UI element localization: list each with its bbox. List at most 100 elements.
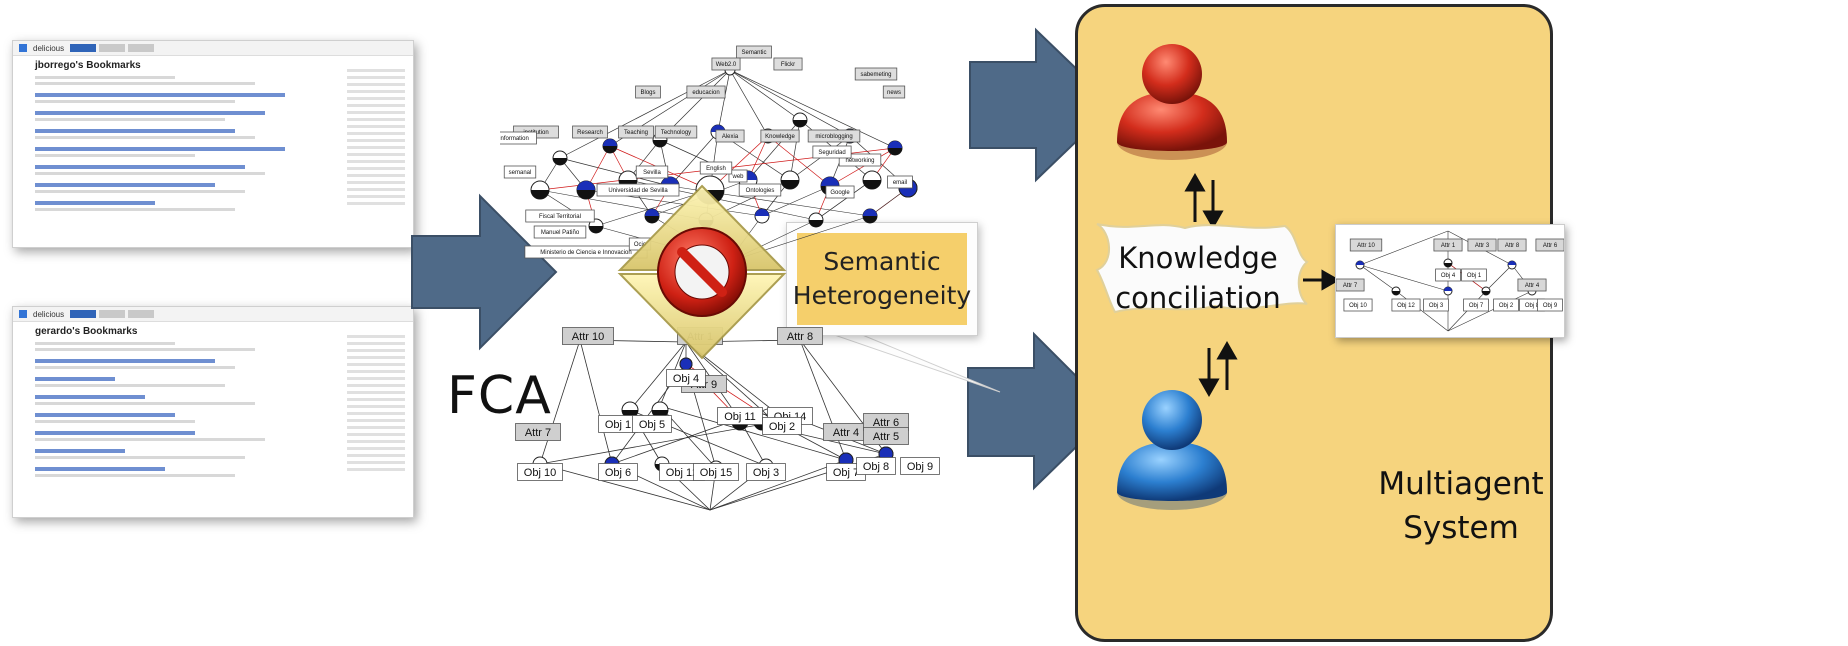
svg-text:email: email bbox=[893, 180, 907, 186]
result-lattice-attr-label: Attr 4 bbox=[1517, 278, 1547, 292]
screenshot-title: gerardo's Bookmarks bbox=[35, 326, 138, 337]
svg-text:networking: networking bbox=[845, 158, 874, 164]
callout-line-2: Heterogeneity bbox=[792, 281, 972, 310]
svg-text:Obj 7: Obj 7 bbox=[833, 467, 859, 479]
red-agent-icon bbox=[1117, 44, 1227, 160]
upper-lattice-node bbox=[808, 212, 824, 228]
upper-lattice-label: Teaching bbox=[618, 125, 654, 139]
bookmarks-screenshot-1: delicious jborrego's Bookmarks bbox=[12, 40, 414, 248]
result-lattice-node bbox=[1443, 286, 1453, 296]
lower-lattice-attr-label: Attr 10 bbox=[562, 327, 614, 345]
multiagent-system-label: Multiagent System bbox=[1366, 462, 1556, 550]
svg-text:Alexia: Alexia bbox=[722, 134, 739, 140]
blue-agent-icon bbox=[1117, 390, 1227, 510]
app-name: delicious bbox=[33, 43, 65, 53]
result-lattice-attr-label: Attr 8 bbox=[1497, 238, 1527, 252]
result-lattice-obj-label: Obj 12 bbox=[1391, 298, 1421, 312]
svg-text:web: web bbox=[731, 174, 744, 180]
big-arrow-left bbox=[411, 193, 558, 351]
upper-lattice-label: Web2.0 bbox=[711, 57, 741, 71]
upper-lattice-label: Ontologies bbox=[738, 183, 782, 197]
app-name: delicious bbox=[33, 309, 65, 319]
upper-lattice-label: email bbox=[887, 175, 913, 189]
upper-lattice-label: educacion bbox=[686, 85, 726, 99]
svg-text:Seguridad: Seguridad bbox=[818, 150, 845, 156]
upper-lattice-label: Semantic bbox=[736, 45, 772, 59]
svg-text:semanal: semanal bbox=[509, 170, 532, 176]
svg-text:Attr 4: Attr 4 bbox=[1525, 283, 1540, 289]
upper-lattice-label: Flickr bbox=[773, 57, 803, 71]
upper-lattice-label: web bbox=[728, 169, 748, 183]
svg-text:Manuel Patiño: Manuel Patiño bbox=[541, 230, 580, 236]
svg-text:Attr 7: Attr 7 bbox=[525, 427, 551, 439]
lower-lattice-obj-label: Obj 3 bbox=[746, 463, 786, 481]
svg-text:Obj 7: Obj 7 bbox=[1469, 303, 1484, 309]
svg-text:Attr 6: Attr 6 bbox=[1543, 243, 1558, 249]
upper-lattice-label: semanal bbox=[503, 165, 537, 179]
upper-lattice-label: English bbox=[699, 161, 733, 175]
delicious-logo-icon bbox=[19, 310, 27, 318]
upper-lattice-label: Fiscal Territorial bbox=[525, 209, 595, 223]
screenshot-title: jborrego's Bookmarks bbox=[35, 60, 141, 71]
lower-lattice-obj-label: Obj 1 bbox=[598, 415, 638, 433]
result-lattice-node bbox=[1507, 260, 1517, 270]
svg-text:Teaching: Teaching bbox=[624, 130, 648, 136]
svg-text:Semantic: Semantic bbox=[741, 50, 766, 56]
result-lattice-node bbox=[1481, 286, 1491, 296]
svg-text:Ontologies: Ontologies bbox=[746, 188, 775, 194]
delicious-logo-icon bbox=[19, 44, 27, 52]
upper-lattice-node bbox=[792, 112, 808, 128]
upper-lattice-node bbox=[588, 218, 604, 234]
lower-lattice-obj-label: Obj 15 bbox=[693, 463, 739, 481]
upper-lattice-label: sabemeting bbox=[854, 67, 898, 81]
upper-lattice-label: Blogs bbox=[635, 85, 661, 99]
upper-lattice-node bbox=[754, 208, 770, 224]
svg-text:Obj 8: Obj 8 bbox=[1525, 303, 1540, 309]
lower-lattice-attr-label: Attr 6 bbox=[863, 413, 909, 431]
result-lattice-attr-label: Attr 7 bbox=[1336, 278, 1365, 292]
knowledge-cloud-shape bbox=[1095, 223, 1309, 314]
svg-text:Attr 10: Attr 10 bbox=[572, 331, 604, 343]
upper-lattice-label: Research bbox=[572, 125, 608, 139]
svg-text:information: information bbox=[500, 136, 529, 142]
svg-text:Obj 1: Obj 1 bbox=[605, 419, 631, 431]
upper-lattice-label: Manuel Patiño bbox=[533, 225, 587, 239]
lower-lattice-attr-label: Attr 8 bbox=[777, 327, 823, 345]
upper-lattice-node bbox=[602, 138, 618, 154]
upper-lattice-label: microblogging bbox=[807, 129, 861, 143]
result-lattice-edges bbox=[1359, 230, 1533, 332]
upper-lattice-label: Seguridad bbox=[812, 145, 852, 159]
result-lattice-attr-label: Attr 6 bbox=[1535, 238, 1564, 252]
result-lattice-attr-label: Attr 3 bbox=[1467, 238, 1497, 252]
ma-line-1: Multiagent bbox=[1378, 466, 1544, 502]
result-arrow-icon bbox=[1303, 269, 1341, 291]
lower-lattice-obj-label: Obj 4 bbox=[666, 369, 706, 387]
lower-lattice-attr-label: Attr 4 bbox=[823, 423, 869, 441]
lower-lattice-attr-label: Attr 7 bbox=[515, 423, 561, 441]
svg-text:Obj 1: Obj 1 bbox=[1467, 273, 1482, 279]
svg-text:Obj 10: Obj 10 bbox=[524, 467, 556, 479]
upper-lattice-label: Knowledge bbox=[760, 129, 800, 143]
svg-text:Technology: Technology bbox=[661, 130, 691, 136]
svg-text:Attr 8: Attr 8 bbox=[1505, 243, 1520, 249]
upper-lattice-node bbox=[552, 150, 568, 166]
callout-line-1: Semantic bbox=[823, 247, 941, 276]
svg-text:Obj 2: Obj 2 bbox=[769, 421, 795, 433]
screenshot-topbar: delicious bbox=[13, 307, 413, 322]
upper-lattice-label: information bbox=[500, 131, 537, 145]
result-lattice-obj-label: Obj 1 bbox=[1461, 268, 1487, 282]
svg-text:English: English bbox=[706, 166, 726, 172]
svg-text:Attr 8: Attr 8 bbox=[787, 331, 813, 343]
upper-lattice-node bbox=[862, 170, 882, 190]
upper-lattice-node bbox=[644, 208, 660, 224]
upper-lattice-label: Sevilla bbox=[635, 165, 669, 179]
result-lattice-obj-label: Obj 2 bbox=[1493, 298, 1519, 312]
exchange-arrows-bottom-icon bbox=[1198, 340, 1238, 398]
svg-text:Obj 9: Obj 9 bbox=[907, 461, 933, 473]
result-lattice-obj-label: Obj 3 bbox=[1423, 298, 1449, 312]
lower-lattice-obj-label: Obj 5 bbox=[632, 415, 672, 433]
